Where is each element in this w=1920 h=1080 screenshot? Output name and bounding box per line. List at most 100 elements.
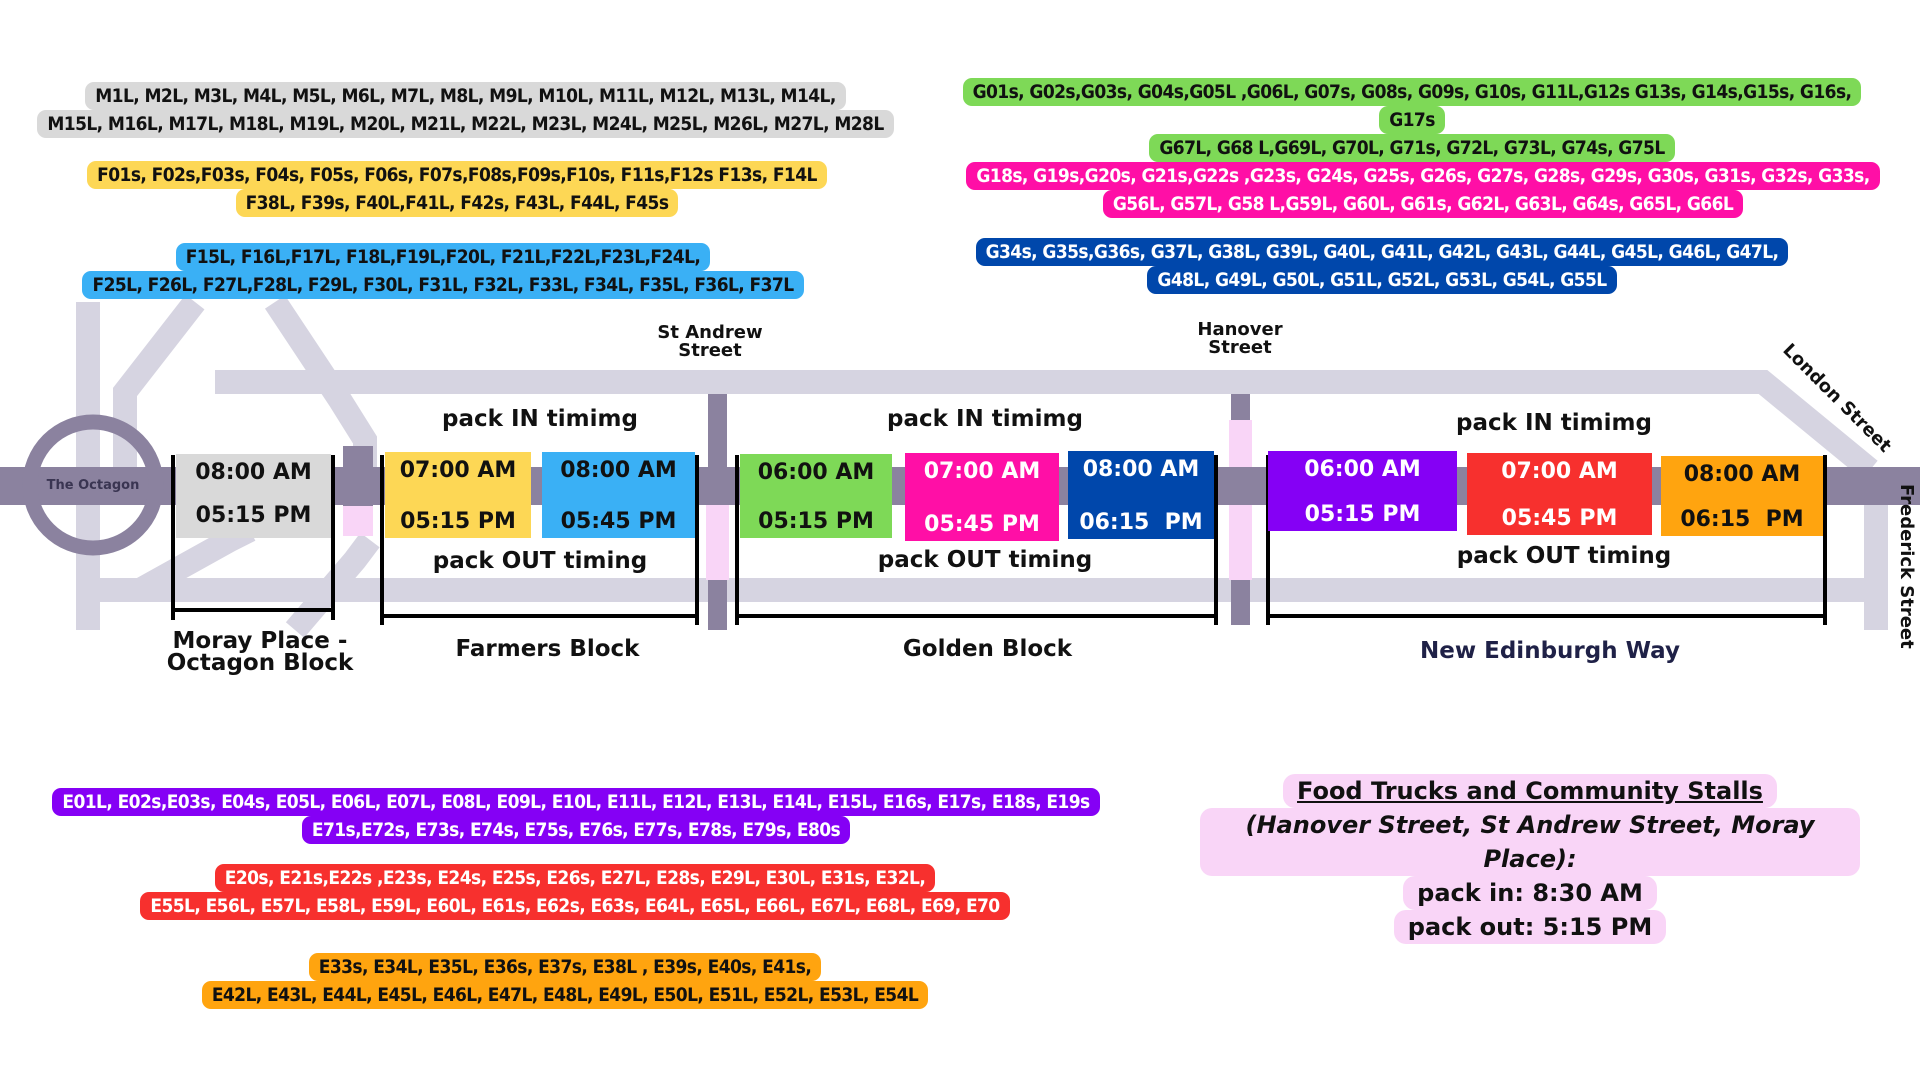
farmers-yellow-stall-list: F01s, F02s,F03s, F04s, F05s, F06s, F07s,…: [73, 161, 841, 217]
stall-list-line: E71s,E72s, E73s, E74s, E75s, E76s, E77s,…: [301, 816, 851, 844]
pack-out-time: 05:15 PM: [195, 503, 312, 528]
food-trucks-pack-in: pack in: 8:30 AM: [1403, 876, 1657, 910]
farmers-pack-out-caption: pack OUT timing: [432, 548, 648, 574]
crossing-moray-pink: [343, 506, 373, 536]
pack-out-time: 06:15 PM: [1680, 507, 1804, 532]
st-andrew-line-1: St Andrew: [657, 322, 763, 343]
pack-out-time: 05:15 PM: [758, 509, 874, 534]
road-southwest-diagonal-2: [285, 532, 380, 638]
hanover-road-top: [1231, 394, 1250, 420]
octagon-label: The Octagon: [46, 478, 140, 493]
hanover-road-pink-top: [1229, 420, 1252, 467]
food-trucks-title: Food Trucks and Community Stalls: [1283, 774, 1777, 808]
hanover-line-2: Street: [1208, 337, 1272, 358]
stall-list-line: F25L, F26L, F27L,F28L, F29L, F30L, F31L,…: [82, 271, 804, 299]
pack-out-time: 05:45 PM: [1501, 506, 1618, 531]
pack-in-time: 06:00 AM: [757, 460, 875, 485]
stall-list-line: G56L, G57L, G58 L,G59L, G60L, G61s, G62L…: [1102, 190, 1744, 218]
stall-list-line: E20s, E21s,E22s ,E23s, E24s, E25s, E26s,…: [214, 864, 936, 892]
edinburgh-pack-out-caption: pack OUT timing: [1456, 543, 1672, 569]
st-andrew-road-top: [708, 394, 727, 474]
golden-blue-stall-list: G34s, G35s,G36s, G37L, G38L, G39L, G40L,…: [953, 238, 1811, 294]
pack-out-time: 05:15 PM: [1304, 502, 1421, 527]
bracket-farmers: [380, 455, 699, 625]
pack-in-time: 07:00 AM: [923, 459, 1041, 484]
hanover-road-pink-bottom: [1229, 505, 1252, 580]
time-slot-edinburgh-2: 07:00 AM 05:45 PM: [1467, 453, 1652, 535]
edinburgh-purple-stall-list: E01L, E02s,E03s, E04s, E05L, E06L, E07L,…: [28, 788, 1124, 844]
stall-list-line: G18s, G19s,G20s, G21s,G22s ,G23s, G24s, …: [966, 162, 1880, 190]
farmers-blue-stall-list: F15L, F16L,F17L, F18L,F19L,F20L, F21L,F2…: [73, 243, 813, 299]
frederick-street-label: Frederick Street: [1896, 484, 1917, 649]
st-andrew-road-pink: [706, 505, 729, 580]
crossings: [343, 394, 1252, 630]
pack-in-time: 08:00 AM: [195, 460, 312, 485]
stall-list-line: E55L, E56L, E57L, E58L, E59L, E60L, E61s…: [140, 892, 1010, 920]
st-andrew-road-bottom: [708, 580, 727, 630]
hanover-road-bottom: [1231, 580, 1250, 625]
stall-list-line: G48L, G49L, G50L, G51L, G52L, G53L, G54L…: [1147, 266, 1617, 294]
pack-out-time: 05:45 PM: [560, 509, 677, 534]
bracket-edinburgh: [1266, 455, 1827, 625]
food-trucks-subtitle: (Hanover Street, St Andrew Street, Moray…: [1200, 808, 1860, 876]
crossing-moray-dark: [343, 446, 373, 506]
stall-list-line: E42L, E43L, E44L, E45L, E46L, E47L, E48L…: [201, 981, 929, 1009]
hanover-street-label: Hanover Street: [1170, 321, 1310, 357]
bracket-moray: [171, 455, 335, 620]
golden-block-name: Golden Block: [902, 636, 1073, 662]
edinburgh-pack-in-caption: pack IN timimg: [1456, 410, 1652, 436]
stall-list-line: E01L, E02s,E03s, E04s, E05L, E06L, E07L,…: [52, 788, 1100, 816]
stall-list-line: F15L, F16L,F17L, F18L,F19L,F20L, F21L,F2…: [175, 243, 711, 271]
pack-in-time: 07:00 AM: [1501, 459, 1618, 484]
stall-list-line: G34s, G35s,G36s, G37L, G38L, G39L, G40L,…: [975, 238, 1789, 266]
stall-list-line: G17s: [1379, 106, 1445, 134]
time-slot-edinburgh-1: 06:00 AM 05:15 PM: [1268, 451, 1457, 531]
time-slot-golden-3: 08:00 AM 06:15 PM: [1068, 451, 1214, 539]
edinburgh-orange-stall-list: E33s, E34L, E35L, E36s, E37s, E38L , E39…: [180, 953, 950, 1009]
golden-pink-stall-list: G18s, G19s,G20s, G21s,G22s ,G23s, G24s, …: [953, 162, 1893, 218]
golden-pack-out-caption: pack OUT timing: [877, 547, 1093, 573]
time-slot-farmers-1: 07:00 AM 05:15 PM: [385, 452, 531, 538]
pack-out-time: 05:45 PM: [924, 512, 1040, 537]
block-brackets: [171, 455, 1827, 625]
pack-in-time: 08:00 AM: [560, 458, 677, 483]
moray-block-name-line-1: Moray Place -: [172, 628, 348, 654]
moray-stall-list: M1L, M2L, M3L, M4L, M5L, M6L, M7L, M8L, …: [18, 82, 913, 138]
farmers-block-name: Farmers Block: [455, 636, 640, 662]
stall-list-line: M15L, M16L, M17L, M18L, M19L, M20L, M21L…: [37, 110, 894, 138]
golden-green-stall-list: G01s, G02s,G03s, G04s,G05L ,G06L, G07s, …: [940, 78, 1884, 162]
stall-list-line: F01s, F02s,F03s, F04s, F05s, F06s, F07s,…: [87, 161, 827, 189]
food-trucks-pack-out: pack out: 5:15 PM: [1393, 910, 1667, 944]
time-slot-edinburgh-3: 08:00 AM 06:15 PM: [1661, 456, 1823, 536]
time-slot-golden-1: 06:00 AM 05:15 PM: [740, 454, 892, 538]
stall-list-line: F38L, F39s, F40L,F41L, F42s, F43L, F44L,…: [235, 189, 679, 217]
time-slot-moray-1: 08:00 AM 05:15 PM: [176, 454, 331, 538]
golden-pack-in-caption: pack IN timimg: [887, 406, 1083, 432]
farmers-pack-in-caption: pack IN timimg: [442, 406, 638, 432]
pack-in-time: 07:00 AM: [399, 458, 517, 483]
moray-block-name: Moray Place - Octagon Block: [150, 628, 370, 676]
pack-out-time: 06:15 PM: [1079, 510, 1203, 535]
pack-in-time: 06:00 AM: [1304, 457, 1421, 482]
edinburgh-block-name: New Edinburgh Way: [1420, 638, 1680, 664]
st-andrew-line-2: Street: [678, 340, 742, 361]
pack-in-time: 08:00 AM: [1082, 457, 1200, 482]
moray-block-name-line-2: Octagon Block: [166, 650, 354, 676]
edinburgh-red-stall-list: E20s, E21s,E22s ,E23s, E24s, E25s, E26s,…: [115, 864, 1035, 920]
road-west-diagonal: [113, 294, 205, 470]
minor-roads: [76, 294, 1888, 638]
time-slot-farmers-2: 08:00 AM 05:45 PM: [542, 452, 695, 538]
stall-list-line: G67L, G68 L,G69L, G70L, G71s, G72L, G73L…: [1149, 134, 1675, 162]
bracket-golden: [735, 455, 1218, 625]
octagon-ring: [22, 414, 164, 556]
road-north-parallel: [215, 370, 1878, 480]
stall-list-line: M1L, M2L, M3L, M4L, M5L, M6L, M7L, M8L, …: [85, 82, 846, 110]
food-trucks-note: Food Trucks and Community Stalls (Hanove…: [1200, 774, 1860, 944]
pack-out-time: 05:15 PM: [400, 509, 516, 534]
time-slot-golden-2: 07:00 AM 05:45 PM: [905, 453, 1059, 541]
stall-list-line: E33s, E34L, E35L, E36s, E37s, E38L , E39…: [308, 953, 822, 981]
hanover-line-1: Hanover: [1197, 319, 1283, 340]
pack-in-time: 08:00 AM: [1683, 462, 1801, 487]
stall-list-line: G01s, G02s,G03s, G04s,G05L ,G06L, G07s, …: [962, 78, 1862, 106]
st-andrew-street-label: St Andrew Street: [640, 324, 780, 360]
